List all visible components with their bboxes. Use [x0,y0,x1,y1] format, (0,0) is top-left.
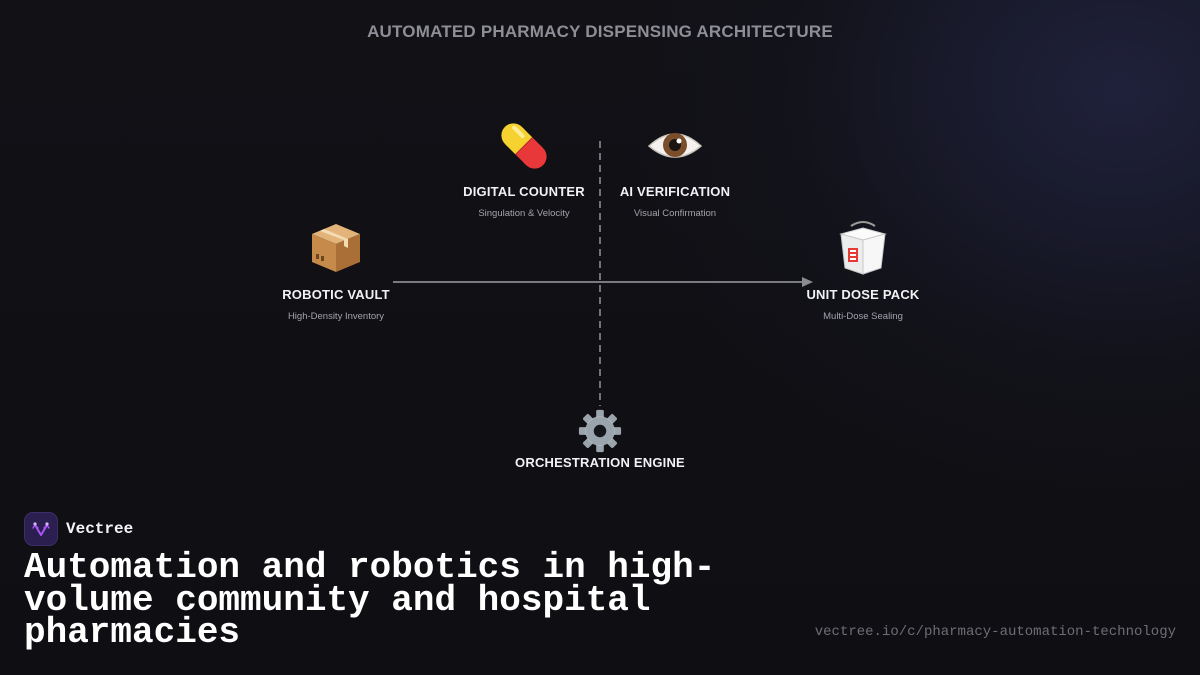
package-icon [312,224,360,272]
node-sublabel-unit-dose-pack: Multi-Dose Sealing [823,311,903,322]
node-sublabel-robotic-vault: High-Density Inventory [287,311,385,322]
brand[interactable]: Vectree [24,512,133,546]
flow-arrowhead-icon [802,277,813,287]
node-sublabel-ai-verification: Visual Confirmation [633,208,717,219]
node-label-digital-counter: DIGITAL COUNTER [463,184,585,199]
node-label-orchestration-engine: ORCHESTRATION ENGINE [515,455,685,470]
node-label-robotic-vault: ROBOTIC VAULT [282,287,390,302]
vectree-logo-icon [24,512,58,546]
node-digital-counter: DIGITAL COUNTER Singulation & Velocity [424,116,624,219]
pill-icon [501,123,547,169]
node-label-unit-dose-pack: UNIT DOSE PACK [806,287,920,302]
node-ai-verification: AI VERIFICATION Visual Confirmation [575,116,775,219]
node-label-ai-verification: AI VERIFICATION [619,184,731,199]
node-orchestration-engine: ORCHESTRATION ENGINE [500,408,700,470]
node-robotic-vault: ROBOTIC VAULT High-Density Inventory [236,218,436,322]
brand-name: Vectree [66,520,134,538]
page-headline: Automation and robotics in high-volume c… [24,547,716,653]
page-url[interactable]: vectree.io/c/pharmacy-automation-technol… [814,624,1176,640]
eye-icon [647,133,703,158]
takeout-box-icon [839,221,887,275]
diagram-title: AUTOMATED PHARMACY DISPENSING ARCHITECTU… [367,22,833,41]
node-sublabel-digital-counter: Singulation & Velocity [478,208,570,219]
node-unit-dose-pack: UNIT DOSE PACK Multi-Dose Sealing [763,218,963,322]
gear-icon [578,409,622,453]
